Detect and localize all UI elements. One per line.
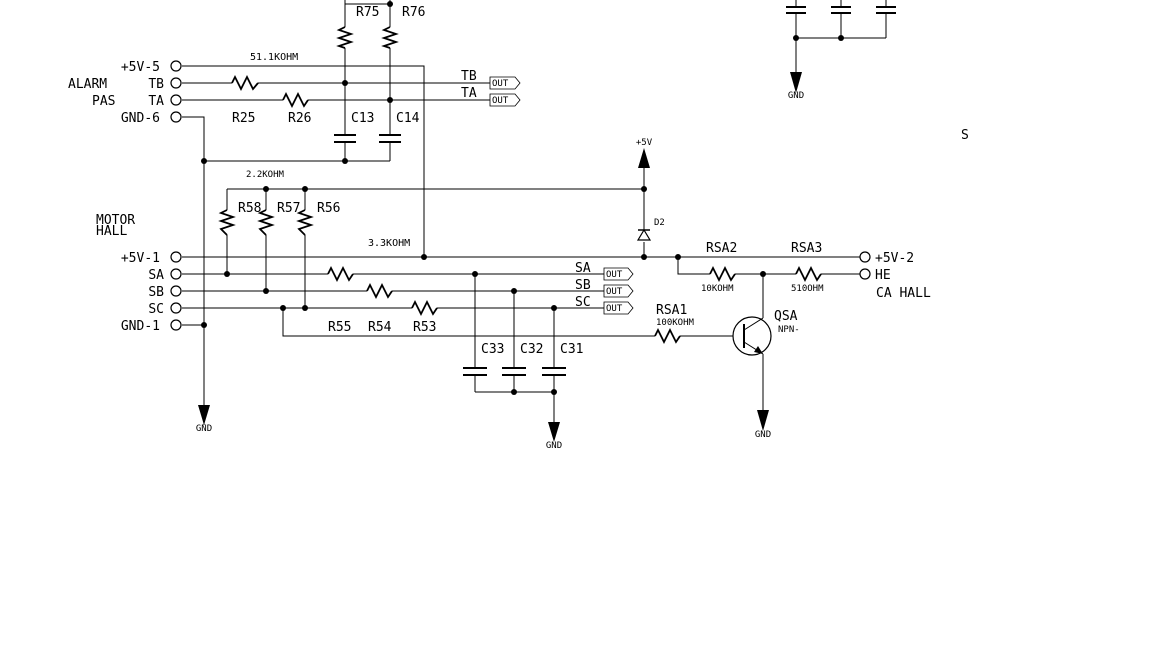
pin-sa xyxy=(170,268,182,280)
label-c33: C33 xyxy=(481,342,504,357)
label-rsa1: RSA1 xyxy=(656,303,687,318)
out-label-ta: TA xyxy=(461,86,477,101)
out-port-sa-text: OUT xyxy=(606,270,623,280)
label-rsa2: RSA2 xyxy=(706,241,737,256)
pin-5v-2 xyxy=(859,251,871,263)
label-r55: R55 xyxy=(328,320,351,335)
pin-label-sb: SB xyxy=(148,285,164,300)
pin-label-5v-1: +5V-1 xyxy=(121,251,160,266)
out-label-sc: SC xyxy=(575,295,591,310)
top-right-cap-bank: GND xyxy=(786,0,896,101)
label-c13: C13 xyxy=(351,111,374,126)
label-r57: R57 xyxy=(277,201,300,216)
out-port-sb-text: OUT xyxy=(606,287,623,297)
pin-label-he: HE xyxy=(875,268,891,283)
out-port-sc xyxy=(603,301,634,315)
value-10kohm: 10KOHM xyxy=(701,284,734,294)
out-port-tb xyxy=(489,76,521,90)
pin-label-sc: SC xyxy=(148,302,164,317)
label-qsa: QSA xyxy=(774,309,798,324)
stray-label: S xyxy=(961,128,969,143)
diode-d2 xyxy=(636,228,652,241)
pin-gnd-1 xyxy=(170,319,182,331)
value-3-3kohm: 3.3KOHM xyxy=(368,238,410,249)
pin-ta xyxy=(170,94,182,106)
supply-label: +5V xyxy=(636,138,653,148)
label-rsa3: RSA3 xyxy=(791,241,822,256)
gnd-label: GND xyxy=(788,91,804,101)
pin-5v-5 xyxy=(170,60,182,72)
label-r58: R58 xyxy=(238,201,261,216)
supply-arrow xyxy=(638,148,650,168)
pin-sc xyxy=(170,302,182,314)
supply-section: +5V D2 xyxy=(636,138,665,260)
label-r25: R25 xyxy=(232,111,255,126)
gnd-arrow-caps xyxy=(548,422,560,442)
label-r75: R75 xyxy=(356,5,379,20)
pin-label-gnd-6: GND-6 xyxy=(121,111,160,126)
gnd-arrow-qsa xyxy=(757,410,769,431)
label-c32: C32 xyxy=(520,342,543,357)
label-r53: R53 xyxy=(413,320,436,335)
pin-gnd-6 xyxy=(170,111,182,123)
out-port-ta xyxy=(489,93,521,107)
value-2-2kohm: 2.2KOHM xyxy=(246,170,285,180)
label-d2: D2 xyxy=(654,218,665,228)
pin-he xyxy=(859,268,871,280)
label-r56: R56 xyxy=(317,201,340,216)
out-label-tb: TB xyxy=(461,69,477,84)
group-label-alarm: ALARM xyxy=(68,77,107,92)
label-r76: R76 xyxy=(402,5,425,20)
pin-sb xyxy=(170,285,182,297)
pin-label-sa: SA xyxy=(148,268,164,283)
group-label-ca-hall: CA HALL xyxy=(876,286,931,301)
gnd-arrow-left xyxy=(198,405,210,425)
out-label-sa: SA xyxy=(575,261,591,276)
label-c14: C14 xyxy=(396,111,420,126)
out-port-sa xyxy=(603,267,634,281)
label-c31: C31 xyxy=(560,342,583,357)
out-port-tb-text: OUT xyxy=(492,79,509,89)
gnd-label-left: GND xyxy=(196,424,212,434)
value-100kohm: 100KOHM xyxy=(656,318,695,328)
value-51-1kohm: 51.1KOHM xyxy=(250,52,298,63)
pin-label-gnd-1: GND-1 xyxy=(121,319,160,334)
label-npn: NPN- xyxy=(778,325,800,335)
gnd-label-caps: GND xyxy=(546,441,562,451)
out-port-sb xyxy=(603,284,634,298)
group-label-pas: PAS xyxy=(92,94,115,109)
pin-label-ta: TA xyxy=(148,94,164,109)
value-510ohm: 510OHM xyxy=(791,284,824,294)
gnd-label-qsa: GND xyxy=(755,430,771,440)
transistor-qsa xyxy=(732,316,772,356)
group-label-motor: MOTOR xyxy=(96,213,135,228)
label-r54: R54 xyxy=(368,320,392,335)
group-label-hall: HALL xyxy=(96,224,127,239)
out-port-ta-text: OUT xyxy=(492,96,509,106)
ca-hall-section: GND +5V-2 HE CA HALL RSA2 10KOHM RSA3 51… xyxy=(654,241,931,440)
pin-label-tb: TB xyxy=(148,77,164,92)
pin-5v-1 xyxy=(170,251,182,263)
pin-label-5v-5: +5V-5 xyxy=(121,60,160,75)
out-port-sc-text: OUT xyxy=(606,304,623,314)
pin-label-5v-2: +5V-2 xyxy=(875,251,914,266)
pin-tb xyxy=(170,77,182,89)
out-label-sb: SB xyxy=(575,278,591,293)
alarm-pas-section: +5V-5 TB TA GND-6 ALARM PAS 51.1KOHM R25… xyxy=(68,0,521,425)
label-r26: R26 xyxy=(288,111,311,126)
motor-hall-section: GND GND +5V-1 SA SB SC GND-1 MOTOR HALL … xyxy=(96,170,865,451)
